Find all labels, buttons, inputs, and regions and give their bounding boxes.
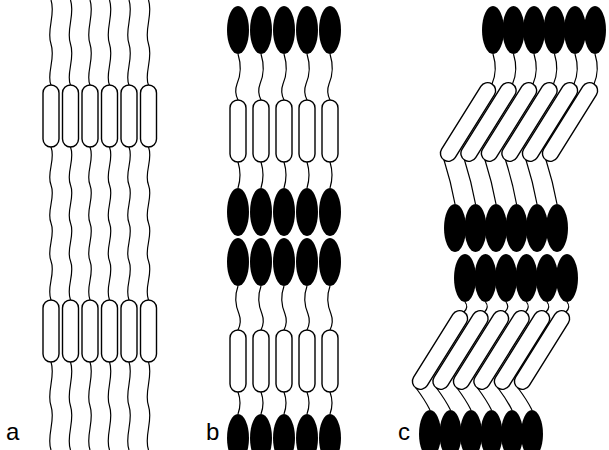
molecule-column xyxy=(121,0,137,450)
panel-label: b xyxy=(206,420,219,444)
panel-b-molecules xyxy=(227,6,341,450)
molecule-column xyxy=(63,0,79,450)
panel-c-molecules xyxy=(409,6,606,450)
panel-label: a xyxy=(6,420,19,444)
molecule-column xyxy=(296,6,318,450)
molecule-column xyxy=(82,0,98,450)
molecule-column xyxy=(250,6,272,450)
molecule-column xyxy=(43,0,59,450)
molecule-column xyxy=(227,6,249,450)
molecule-column xyxy=(511,6,606,450)
molecule-column xyxy=(319,6,341,450)
molecule-column xyxy=(273,6,295,450)
molecule-column xyxy=(102,0,118,450)
molecule-column xyxy=(491,6,586,450)
molecule-column xyxy=(141,0,157,450)
panel-label: c xyxy=(398,420,410,444)
panel-a-molecules xyxy=(43,0,157,450)
